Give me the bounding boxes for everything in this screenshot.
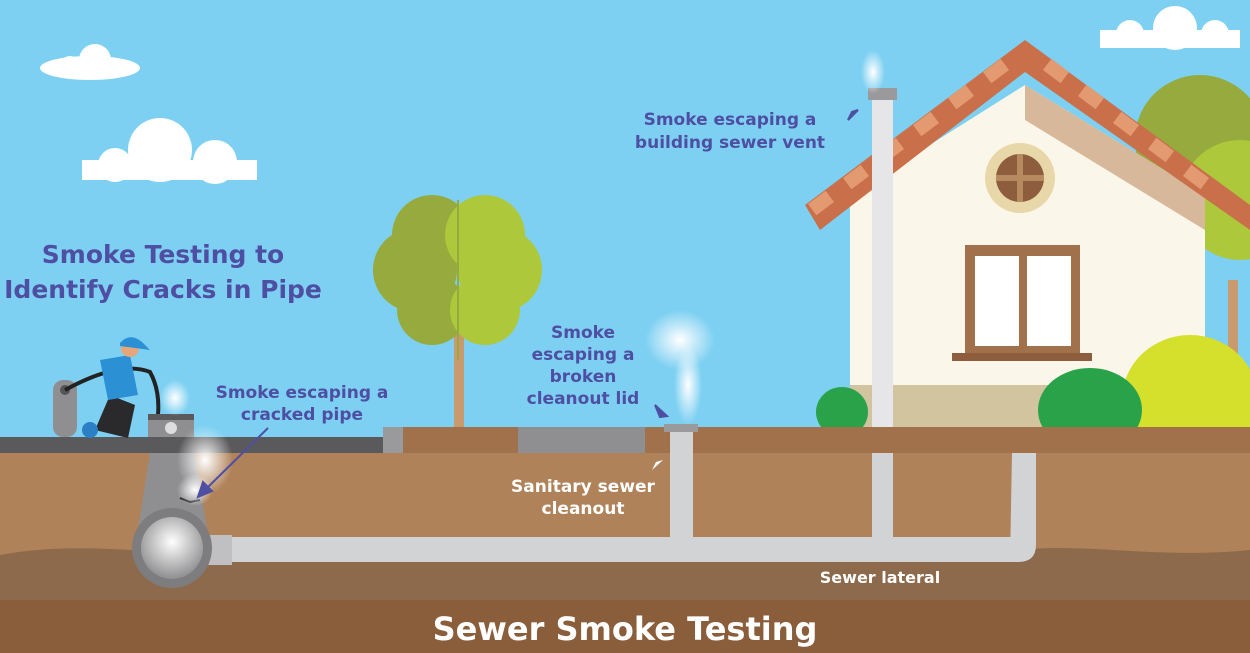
label-cleanout-lid-3: broken	[550, 367, 617, 387]
label-cracked-pipe-1: Smoke escaping a	[216, 383, 389, 403]
fan-icon	[165, 422, 177, 434]
arrow-vent	[847, 109, 859, 121]
arrow-cracked-pipe	[204, 427, 269, 491]
pipe-interior	[141, 517, 203, 579]
label-sewer-lateral: Sewer lateral	[820, 568, 940, 587]
arrow-sanitary-cleanout	[652, 460, 663, 470]
lawn-strip	[403, 427, 518, 453]
tree	[373, 195, 542, 430]
curb	[383, 427, 403, 453]
label-cleanout-lid-1: Smoke	[551, 323, 615, 343]
house	[805, 40, 1250, 427]
main-title: Sewer Smoke Testing	[433, 610, 818, 648]
window	[952, 245, 1092, 361]
label-sewer-vent-1: Smoke escaping a	[644, 110, 817, 130]
label-cleanout-lid-2: escaping a	[532, 345, 635, 365]
arrow-cleanout-lid	[654, 404, 670, 419]
cloud-icon	[40, 44, 140, 80]
label-cleanout-lid-4: cleanout lid	[527, 389, 640, 409]
round-window	[985, 143, 1055, 213]
cloud-icon	[82, 118, 257, 184]
subtitle-line-1: Smoke Testing to	[42, 240, 284, 269]
subtitle-line-2: Identify Cracks in Pipe	[4, 275, 322, 304]
cleanout-pipe	[670, 428, 693, 540]
yard-ground	[645, 427, 1250, 453]
bush	[816, 387, 868, 437]
lateral-bend	[1010, 453, 1036, 562]
vent-underground	[872, 453, 893, 543]
sewer-lateral-pipe	[215, 537, 1015, 562]
label-sewer-vent-2: building sewer vent	[635, 133, 825, 153]
worker	[53, 337, 194, 438]
cleanout-lid	[664, 424, 698, 432]
label-sanitary-cleanout-1: Sanitary sewer	[511, 477, 656, 497]
label-sanitary-cleanout-2: cleanout	[542, 499, 625, 519]
title-band	[0, 600, 1250, 653]
arrow-head	[196, 480, 214, 499]
label-cracked-pipe-2: cracked pipe	[241, 405, 363, 425]
sidewalk	[518, 427, 645, 453]
cloud-icon	[1100, 6, 1240, 50]
